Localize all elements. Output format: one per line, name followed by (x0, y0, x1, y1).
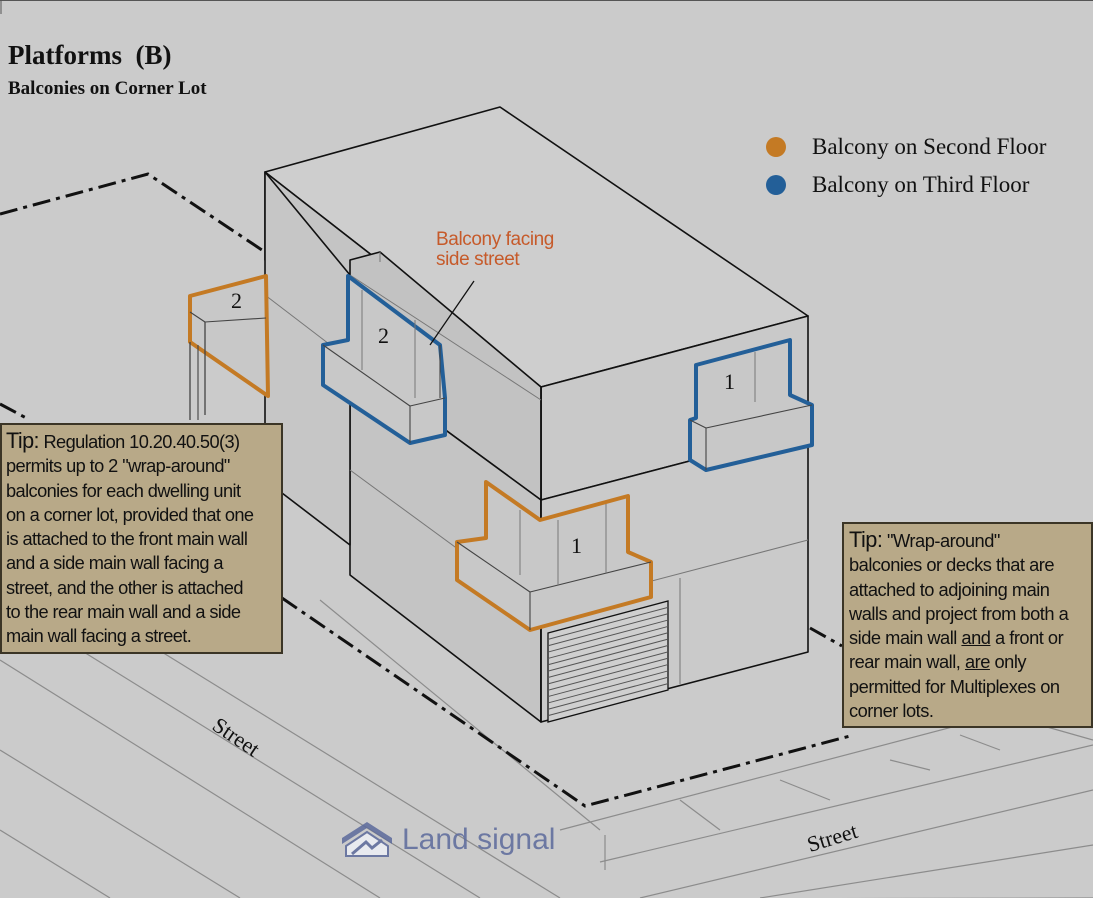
garage-door-slats (547, 606, 669, 717)
garage-slat (547, 651, 669, 685)
tip-line: corner lots. (849, 700, 934, 722)
tip-text: rear main wall, (849, 651, 965, 673)
legend-label: Balcony on Second Floor (812, 134, 1047, 159)
tip-line: main wall facing a street. (6, 625, 192, 647)
tip-text: only (989, 651, 1027, 673)
tip-line: to the rear main wall and a side (6, 601, 241, 623)
tip-text: a front or (990, 627, 1064, 649)
tip-line: on a corner lot, provided that one (6, 503, 254, 525)
tip-line: Regulation 10.20.40.50(3) (38, 431, 240, 452)
tip-line: balconies for each dwelling unit (6, 479, 241, 501)
tip-lead: Tip: (849, 527, 883, 552)
callout-balcony-side-street: Balcony facing side street (436, 230, 554, 270)
tip-line: walls and project from both a (849, 602, 1069, 624)
legend: Balcony on Second Floor Balcony on Third… (766, 128, 1046, 204)
blue-dot-icon (766, 175, 786, 195)
garage-slat (547, 625, 669, 659)
page-subtitle: Balconies on Corner Lot (8, 78, 207, 99)
tip-lead: Tip: (6, 428, 40, 453)
orange-dot-icon (766, 137, 786, 157)
balcony-number-second-side: 2 (231, 288, 242, 313)
third-floor-balcony-side (321, 274, 447, 445)
garage-slat (547, 606, 669, 640)
page-title: Platforms (B) (8, 40, 172, 70)
garage-slat (547, 613, 669, 647)
callout-leader (429, 280, 475, 346)
tip-underlined-text: are (964, 651, 990, 673)
balcony-number-third-side: 2 (378, 323, 389, 348)
second-floor-balcony-front (455, 480, 653, 632)
lot-boundary (0, 172, 851, 808)
land-signal-logo-icon (342, 822, 392, 857)
tip-line: street, and the other is attached (6, 576, 244, 598)
legend-item-third-floor: Balcony on Third Floor (766, 166, 1046, 204)
tip-line: balconies or decks that are (849, 554, 1055, 576)
second-floor-balcony-side (188, 274, 270, 420)
tip-underlined-text: and (961, 627, 991, 649)
tip-line: "Wrap-around" (882, 530, 1000, 551)
garage-slat (547, 657, 669, 691)
garage-slat (547, 670, 669, 704)
tip-box-regulation: Tip: Regulation 10.20.40.50(3) permits u… (0, 423, 283, 654)
balcony-number-second-front: 1 (571, 533, 582, 558)
garage-slat (547, 683, 669, 717)
garage-slat (547, 645, 669, 678)
legend-label: Balcony on Third Floor (812, 172, 1030, 197)
tip-line: is attached to the front main wall (6, 528, 248, 550)
garage-slat (547, 619, 669, 653)
tip-line: permitted for Multiplexes on (849, 675, 1060, 697)
tip-box-wrap-around: Tip: "Wrap-around" balconies or decks th… (842, 522, 1093, 728)
balcony-number-third-front: 1 (724, 369, 735, 394)
callout-line: Balcony facing (436, 229, 554, 250)
callout-line: side street (436, 249, 520, 270)
garage-slat (547, 664, 669, 698)
tip-line: attached to adjoining main (849, 578, 1050, 600)
garage-slat (547, 638, 669, 672)
logo: Land signal (338, 820, 555, 860)
tip-line: and a side main wall facing a (6, 552, 224, 574)
garage-slat (547, 632, 669, 666)
tip-line: permits up to 2 "wrap-around" (6, 455, 230, 477)
legend-item-second-floor: Balcony on Second Floor (766, 128, 1046, 166)
third-floor-balcony-front (688, 338, 814, 472)
garage-slat (547, 676, 669, 710)
logo-text: Land signal (402, 823, 556, 856)
tip-text: side main wall (849, 627, 962, 649)
